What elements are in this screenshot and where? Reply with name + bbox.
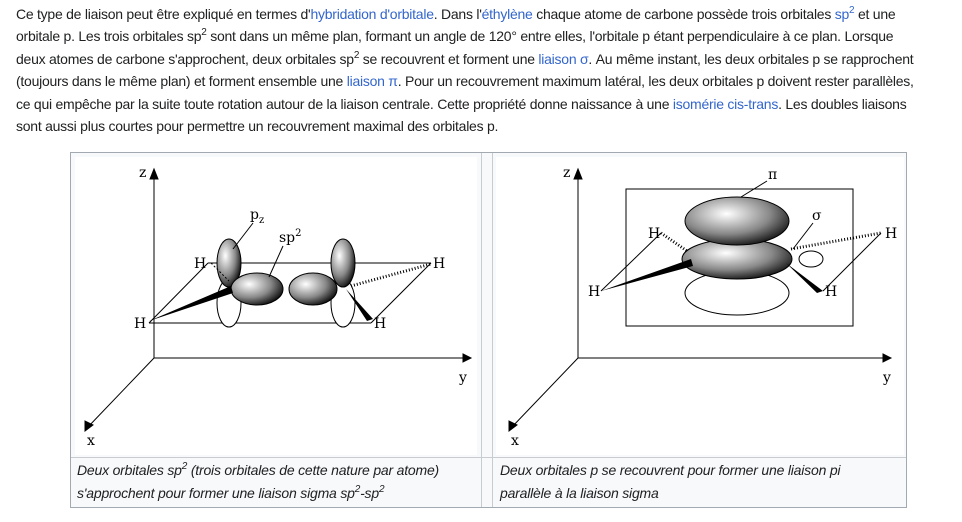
divider	[481, 153, 482, 507]
axes	[508, 167, 893, 432]
link-hybridation[interactable]: hybridation d'orbitale	[310, 6, 434, 22]
axis-label-z: z	[139, 165, 146, 181]
hashed-bond	[790, 231, 882, 251]
text: Deux orbitales sp	[77, 462, 182, 478]
axis-label-x: x	[87, 433, 95, 449]
text: ce qui empêche par la suite toute rotati…	[16, 95, 673, 112]
figure-sigma-bond[interactable]: z y x H H H H pz sp2	[75, 157, 477, 455]
text: . Au même instant, les deux orbitales p …	[588, 50, 914, 67]
text: sont aussi plus courtes pour permettre u…	[16, 118, 499, 135]
hashed-bond	[660, 231, 688, 253]
text: et une	[854, 6, 896, 22]
atom-h: H	[885, 226, 897, 242]
link-isomerie-cis-trans[interactable]: isomérie cis-trans	[672, 95, 779, 112]
label-pi: π	[768, 167, 777, 183]
link-sp2[interactable]: sp2	[834, 5, 855, 23]
caption-sigma: Deux orbitales sp2 (trois orbitales de c…	[77, 459, 439, 505]
atom-h: H	[134, 316, 146, 332]
label-sigma: σ	[812, 208, 822, 224]
sp2-pointer	[268, 245, 284, 278]
divider	[71, 457, 906, 458]
molecular-plane	[600, 232, 882, 292]
line-4: (toujours dans le même plan) et forment …	[16, 70, 914, 92]
text: -sp	[360, 485, 379, 501]
axis-label-y: y	[458, 370, 467, 386]
pi-pointer	[740, 180, 768, 198]
wedge-bond	[149, 286, 233, 321]
axis-label-y: y	[882, 370, 891, 386]
wedge-bond	[346, 289, 373, 321]
line-3: deux atomes de carbone s'approchent, deu…	[16, 48, 914, 70]
text: s'approchent pour former une liaison sig…	[77, 485, 355, 501]
line-6: sont aussi plus courtes pour permettre u…	[16, 115, 914, 137]
axis-label-x: x	[511, 433, 519, 449]
caption-pi: Deux orbitales p se recouvrent pour form…	[500, 459, 841, 505]
sup: 2	[354, 484, 361, 495]
text: (trois orbitales de cette nature par ato…	[187, 462, 440, 478]
text: deux atomes de carbone s'approchent, deu…	[16, 50, 354, 67]
pz-upper-lobe	[330, 238, 356, 288]
caption-line: parallèle à la liaison sigma	[500, 485, 659, 501]
atom-h: H	[648, 226, 660, 242]
article-paragraph: Ce type de liaison peut être expliqué en…	[16, 3, 914, 137]
line-1: Ce type de liaison peut être expliqué en…	[16, 3, 914, 25]
sup: 2	[849, 5, 855, 16]
atom-h: H	[194, 256, 206, 272]
caption-line: s'approchent pour former une liaison sig…	[77, 482, 439, 505]
pz-pointer	[232, 222, 254, 250]
sup: 2	[353, 49, 360, 61]
link-text: sp	[834, 6, 850, 22]
text: . Pour un recouvrement maximum latéral, …	[397, 73, 914, 90]
text: sont dans un même plan, formant un angle…	[206, 28, 894, 45]
caption-line: Deux orbitales sp2 (trois orbitales de c…	[77, 459, 439, 482]
text: . Dans l'	[433, 6, 482, 22]
atom-h: H	[374, 316, 386, 332]
wedge-bond	[601, 259, 693, 291]
sp2-lobe	[288, 272, 338, 306]
text: . Les doubles liaisons	[778, 95, 907, 112]
axes	[84, 167, 473, 432]
axis-label-z: z	[563, 165, 570, 181]
text: Ce type de liaison peut être expliqué en…	[16, 6, 311, 22]
sup: 2	[181, 461, 188, 472]
atom-h: H	[825, 284, 837, 300]
label-sp2: sp2	[279, 228, 302, 246]
sigma-bond-diagram: z y x H H H H pz sp2	[84, 165, 473, 449]
figure-gallery-table: z y x H H H H pz sp2 z y x H H H H π σ	[70, 152, 907, 508]
atom-h: H	[433, 256, 445, 272]
wedge-bond	[786, 263, 823, 293]
text: orbitale p. Les trois orbitales sp	[16, 28, 202, 45]
text: se recouvrent et forment une	[359, 50, 539, 67]
line-5: ce qui empêche par la suite toute rotati…	[16, 93, 914, 115]
text: chaque atome de carbone possède trois or…	[532, 6, 835, 22]
sup: 2	[201, 27, 207, 39]
link-ethylene[interactable]: éthylène	[481, 6, 533, 22]
atom-h: H	[588, 284, 600, 300]
sigma-lobe	[798, 250, 824, 268]
pi-bond-diagram: z y x H H H H π σ	[508, 165, 897, 449]
sup: 2	[378, 484, 385, 495]
sp2-lobe	[230, 272, 284, 306]
pi-lobe	[684, 196, 790, 246]
figure-pi-bond[interactable]: z y x H H H H π σ	[496, 157, 904, 455]
hashed-bond	[210, 262, 230, 282]
molecular-plane	[148, 262, 432, 324]
caption-line: Deux orbitales p se recouvrent pour form…	[500, 462, 841, 478]
line-2: orbitale p. Les trois orbitales sp2 sont…	[16, 25, 914, 47]
link-liaison-pi[interactable]: liaison π	[346, 73, 398, 90]
label-pz: pz	[250, 207, 264, 226]
sigma-pointer	[792, 222, 814, 250]
text: (toujours dans le même plan) et forment …	[16, 73, 347, 90]
hashed-bond	[350, 262, 432, 288]
divider	[492, 153, 493, 507]
link-liaison-sigma[interactable]: liaison σ	[538, 50, 589, 67]
